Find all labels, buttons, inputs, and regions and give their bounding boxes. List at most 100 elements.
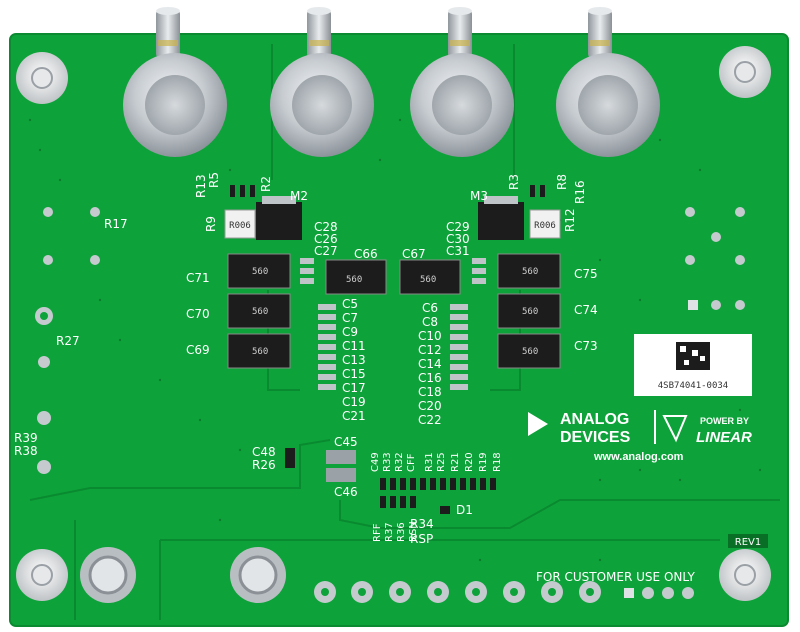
customer-use-note: FOR CUSTOMER USE ONLY bbox=[536, 570, 695, 584]
label-c46: C46 bbox=[334, 485, 358, 499]
label-r16: R16 bbox=[573, 180, 587, 204]
rev-label: REV1 bbox=[735, 537, 761, 548]
label-r36: R36 bbox=[396, 522, 407, 542]
power-by: POWER BY bbox=[700, 416, 749, 426]
silkscreen-labels: R13 R5 R2 M2 M3 R3 R8 R9 R12 R16 C28 C26… bbox=[14, 172, 695, 584]
label-r2: R2 bbox=[259, 176, 273, 192]
label-rsn: RSN bbox=[408, 521, 419, 542]
pcb-substrate bbox=[10, 34, 788, 626]
label-r37: R37 bbox=[384, 522, 395, 542]
resistor-array bbox=[380, 478, 496, 514]
label-c75: C75 bbox=[574, 267, 598, 281]
label-c66: C66 bbox=[354, 247, 378, 261]
label-r32: R32 bbox=[394, 452, 405, 472]
barcode-text: 4SB74041-0034 bbox=[658, 381, 728, 391]
standoffs bbox=[16, 46, 771, 601]
label-rsp: RSP bbox=[410, 532, 433, 546]
cap-c70-marking: 560 bbox=[252, 307, 268, 317]
label-r13: R13 bbox=[194, 174, 208, 198]
label-rff: RFF bbox=[372, 523, 383, 542]
label-d1: D1 bbox=[456, 503, 473, 517]
label-c45: C45 bbox=[334, 435, 358, 449]
label-c31: C31 bbox=[446, 244, 470, 258]
cap-c66-marking: 560 bbox=[346, 275, 362, 285]
label-c73: C73 bbox=[574, 339, 598, 353]
label-c15: C15 bbox=[342, 367, 366, 381]
label-r31: R31 bbox=[424, 452, 435, 472]
label-cff: CFF bbox=[406, 453, 417, 472]
mount-holes bbox=[80, 547, 286, 603]
linear-logo: LINEAR bbox=[696, 429, 752, 446]
label-c28: C28 bbox=[314, 220, 338, 234]
label-c20: C20 bbox=[418, 399, 442, 413]
cap-column-left bbox=[318, 304, 336, 390]
label-m3: M3 bbox=[470, 189, 488, 203]
label-c29: C29 bbox=[446, 220, 470, 234]
cap-c71-marking: 560 bbox=[252, 267, 268, 277]
brand-line2: DEVICES bbox=[560, 429, 631, 446]
label-r9: R9 bbox=[204, 216, 218, 232]
cap-c74-marking: 560 bbox=[522, 307, 538, 317]
barcode-label: 4SB74041-0034 bbox=[634, 334, 752, 396]
label-r21: R21 bbox=[450, 452, 461, 472]
label-c14: C14 bbox=[418, 357, 442, 371]
label-c21: C21 bbox=[342, 409, 366, 423]
label-c5: C5 bbox=[342, 297, 358, 311]
label-c13: C13 bbox=[342, 353, 366, 367]
cap-c75-marking: 560 bbox=[522, 267, 538, 277]
label-r25: R25 bbox=[436, 452, 447, 472]
label-c67: C67 bbox=[402, 247, 426, 261]
copper-traces bbox=[29, 44, 780, 620]
caps-lower bbox=[285, 448, 356, 482]
label-r20: R20 bbox=[464, 452, 475, 472]
label-r33: R33 bbox=[382, 452, 393, 472]
label-c19: C19 bbox=[342, 395, 366, 409]
mosfet-m3 bbox=[478, 196, 524, 240]
label-r17: R17 bbox=[104, 217, 128, 231]
test-points bbox=[35, 207, 745, 603]
label-r38: R38 bbox=[14, 444, 38, 458]
label-c16: C16 bbox=[418, 371, 442, 385]
label-c17: C17 bbox=[342, 381, 366, 395]
analog-devices-logo: ANALOG DEVICES POWER BY LINEAR bbox=[528, 410, 752, 446]
label-c48: C48 bbox=[252, 445, 276, 459]
label-c70: C70 bbox=[186, 307, 210, 321]
label-m2: M2 bbox=[290, 189, 308, 203]
cap-c69-marking: 560 bbox=[252, 347, 268, 357]
metal-terminals bbox=[123, 53, 660, 157]
cap-c73-marking: 560 bbox=[522, 347, 538, 357]
shunt-r12-marking: R006 bbox=[534, 221, 556, 231]
banana-jack-posts bbox=[156, 7, 612, 58]
shunt-r9-marking: R006 bbox=[229, 221, 251, 231]
mosfet-m2 bbox=[256, 196, 302, 240]
label-c74: C74 bbox=[574, 303, 598, 317]
label-c12: C12 bbox=[418, 343, 442, 357]
brand-line1: ANALOG bbox=[560, 411, 629, 428]
label-r8: R8 bbox=[555, 174, 569, 190]
small-resistors-top bbox=[230, 185, 545, 197]
label-c69: C69 bbox=[186, 343, 210, 357]
website-text: www.analog.com bbox=[593, 451, 684, 463]
label-r12: R12 bbox=[563, 208, 577, 232]
cap-column-right bbox=[450, 304, 468, 390]
label-r26: R26 bbox=[252, 458, 276, 472]
label-c18: C18 bbox=[418, 385, 442, 399]
shunt-r9: R006 bbox=[224, 209, 256, 239]
label-r19: R19 bbox=[478, 452, 489, 472]
cap-c67-marking: 560 bbox=[420, 275, 436, 285]
label-c22: C22 bbox=[418, 413, 442, 427]
label-c27: C27 bbox=[314, 244, 338, 258]
label-c26: C26 bbox=[314, 232, 338, 246]
caps-left-big: 560 560 560 bbox=[227, 253, 291, 369]
label-c8: C8 bbox=[422, 315, 438, 329]
label-r27: R27 bbox=[56, 334, 80, 348]
label-c11: C11 bbox=[342, 339, 366, 353]
label-c6: C6 bbox=[422, 301, 438, 315]
shunt-r12: R006 bbox=[529, 209, 561, 239]
label-c7: C7 bbox=[342, 311, 358, 325]
caps-right-big: 560 560 560 bbox=[497, 253, 561, 369]
label-r5: R5 bbox=[207, 172, 221, 188]
label-r34: R34 bbox=[410, 517, 434, 531]
small-caps-stacks bbox=[300, 258, 486, 284]
